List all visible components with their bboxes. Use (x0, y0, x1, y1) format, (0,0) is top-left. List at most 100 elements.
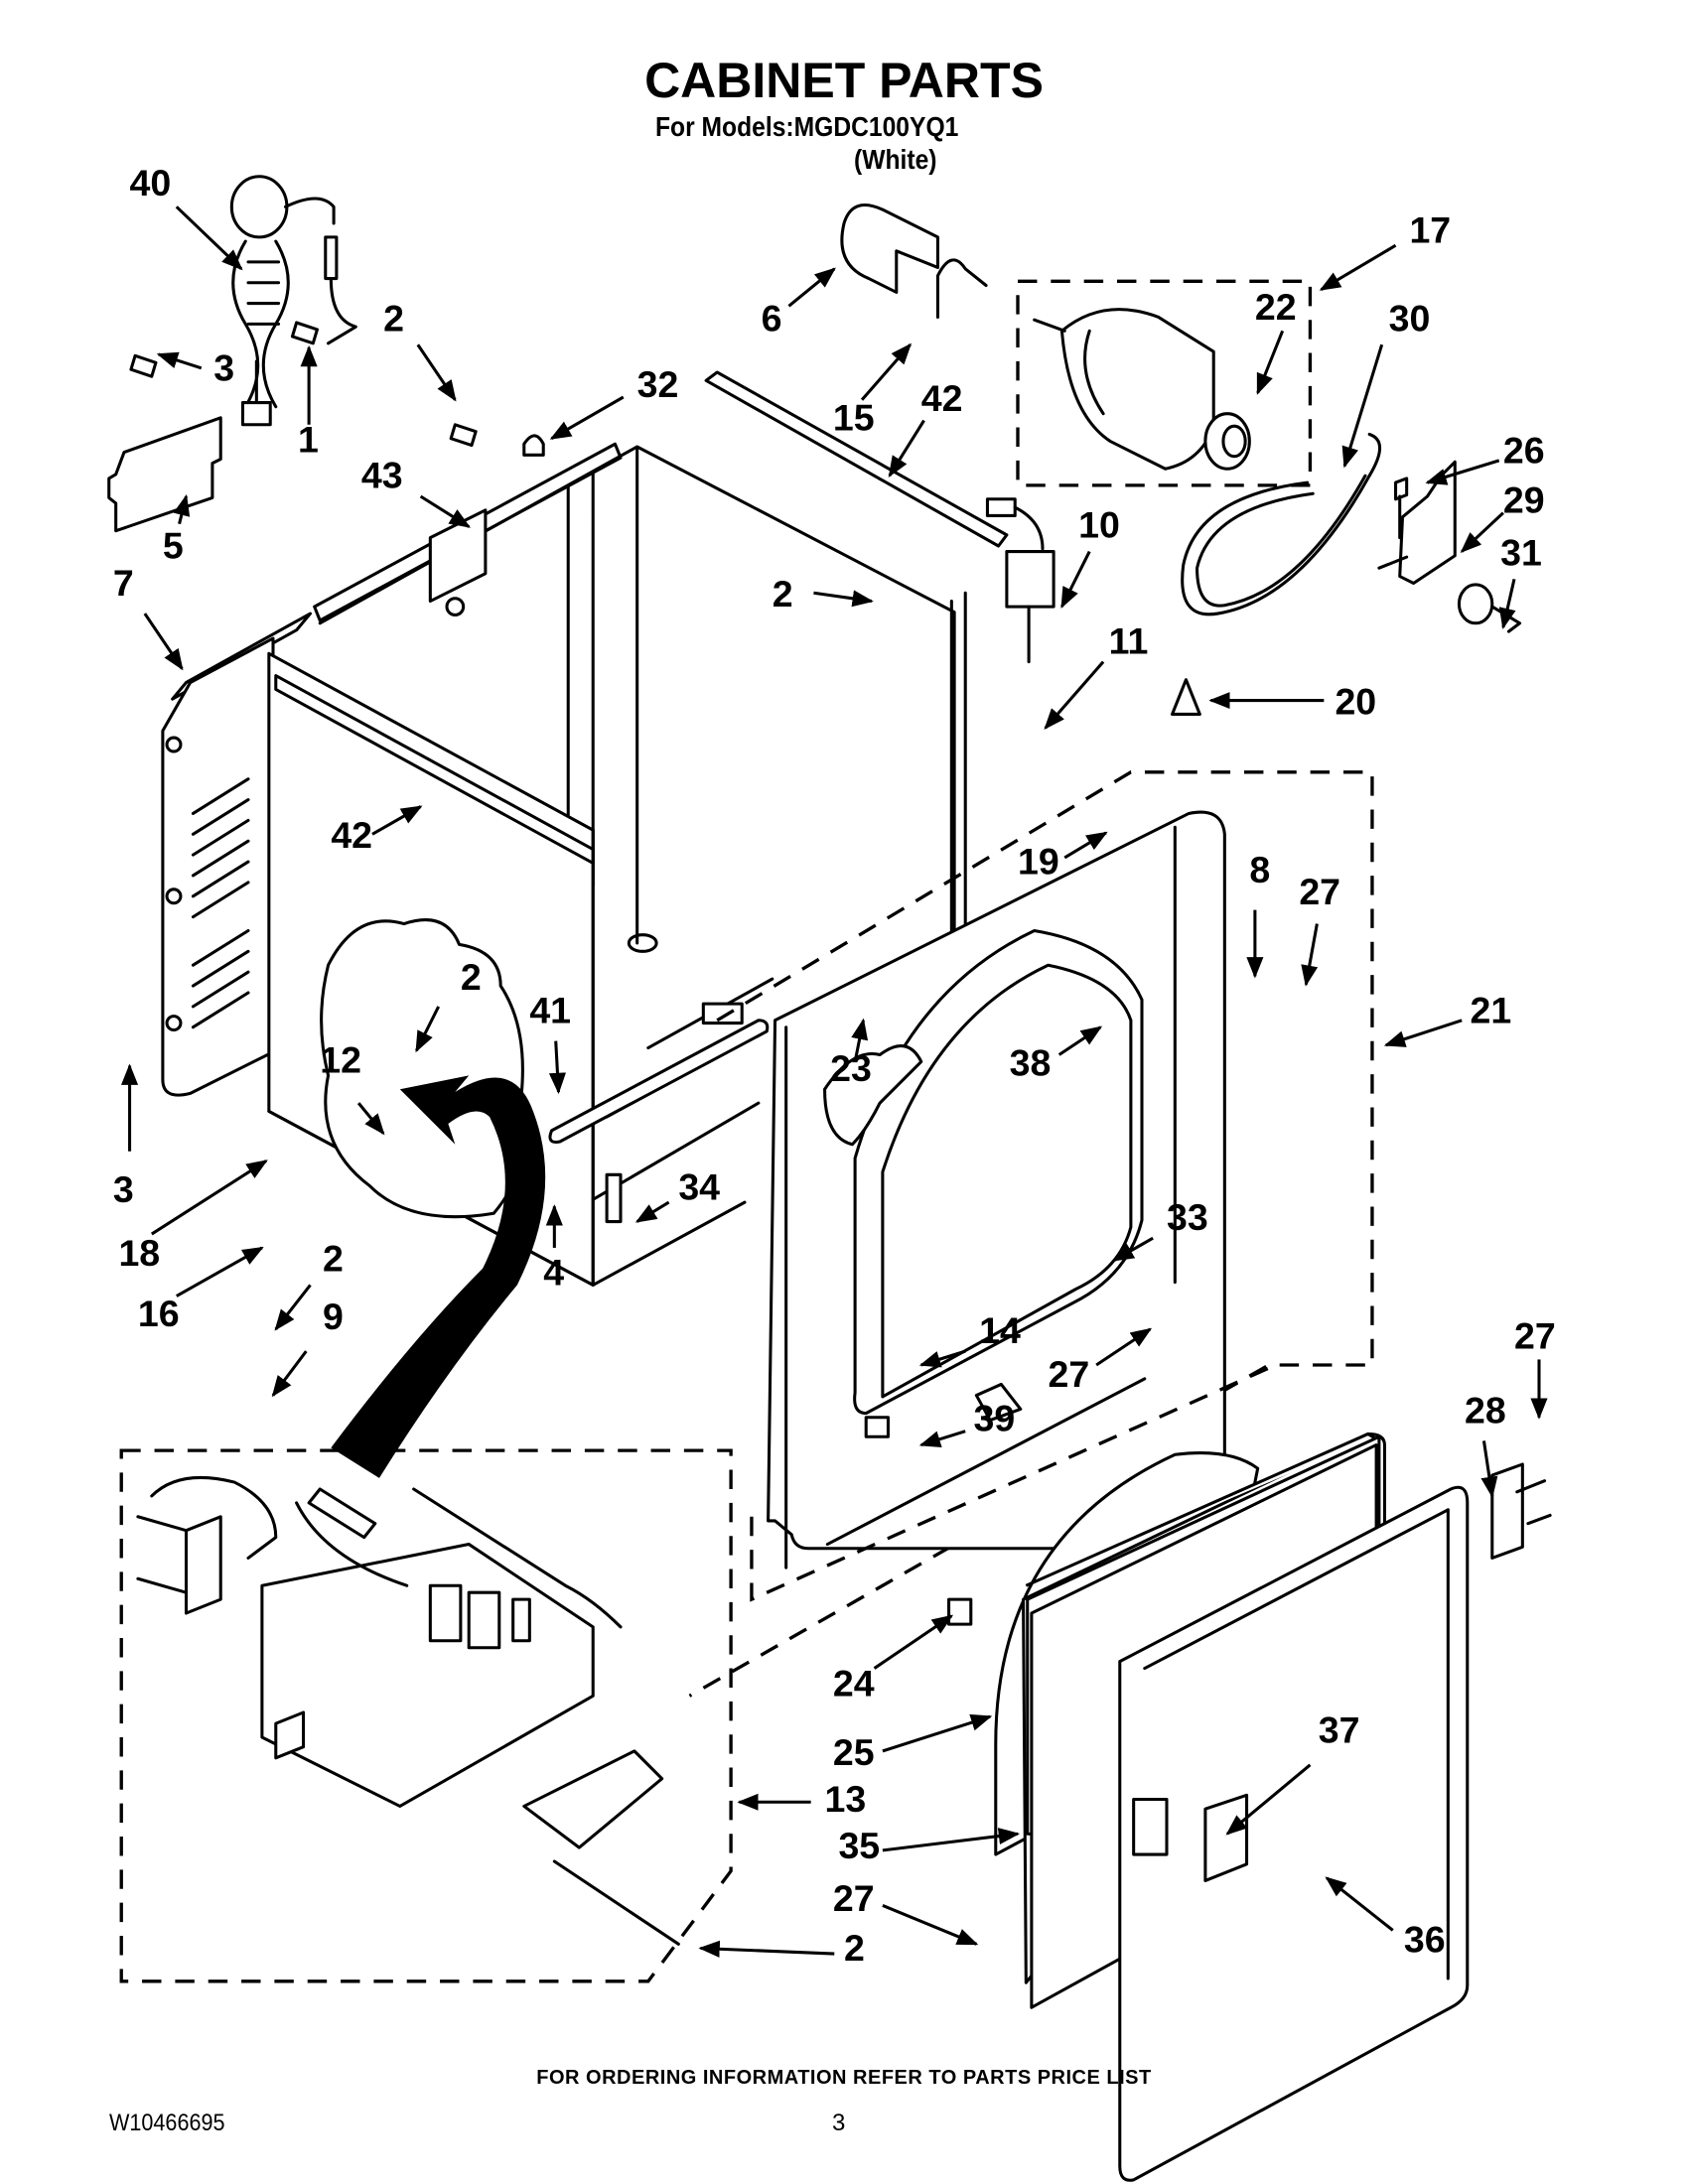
callout-arrow (1325, 1876, 1394, 1932)
callout-arrow (882, 1828, 1021, 1852)
callout-arrow (1480, 1440, 1498, 1499)
callout-label-27: 27 (1299, 871, 1340, 912)
callout-label-37: 37 (1319, 1709, 1360, 1751)
callout-arrow (851, 1018, 869, 1062)
callout-label-8: 8 (1249, 849, 1270, 890)
ordering-note: FOR ORDERING INFORMATION REFER TO PARTS … (536, 2067, 1152, 2089)
callout-label-15: 15 (833, 396, 875, 438)
callout-label-1: 1 (298, 419, 319, 461)
callout-arrow (175, 205, 243, 271)
cabinet-illustration (161, 370, 1374, 1698)
callout-arrow (1225, 1763, 1312, 1836)
callout-label-2: 2 (323, 1238, 344, 1280)
callout-arrow (1060, 550, 1091, 610)
callout-arrow (274, 1284, 312, 1331)
callout-arrow (1383, 1019, 1463, 1047)
callout-arrow (356, 1102, 385, 1136)
callout-label-25: 25 (833, 1731, 875, 1773)
callout-arrow (173, 493, 191, 525)
callout-arrow (918, 1430, 966, 1447)
callout-label-28: 28 (1465, 1389, 1506, 1431)
callout-arrow (1425, 459, 1500, 485)
door-illustration (947, 1432, 1552, 2182)
callout-label-2: 2 (844, 1927, 865, 1969)
belt-illustration (1181, 432, 1382, 616)
callout-label-3: 3 (213, 346, 234, 388)
callout-label-22: 22 (1255, 286, 1297, 328)
callout-label-33: 33 (1167, 1196, 1208, 1238)
power-cord-illustration (229, 175, 357, 427)
callout-arrow (882, 1713, 993, 1753)
callout-arrow (813, 590, 874, 608)
bracket-illustration (107, 321, 545, 533)
callout-label-35: 35 (838, 1825, 880, 1866)
callout-arrow (1460, 511, 1504, 554)
callout-label-14: 14 (979, 1309, 1021, 1351)
callout-label-23: 23 (830, 1047, 872, 1089)
callout-arrow (1057, 1025, 1103, 1056)
callout-label-24: 24 (833, 1662, 875, 1704)
callout-label-7: 7 (113, 562, 134, 604)
callout-arrow (548, 1040, 567, 1095)
callout-label-5: 5 (163, 525, 184, 567)
callout-arrow (416, 343, 457, 402)
callout-label-6: 6 (762, 297, 782, 339)
motor-assembly-illustration (840, 204, 1313, 487)
callout-label-21: 21 (1471, 990, 1512, 1031)
callout-arrow (1319, 243, 1397, 291)
callout-arrow (882, 1904, 979, 1946)
callout-label-20: 20 (1335, 680, 1376, 722)
assembly-direction-arrow (331, 1075, 546, 1478)
callout-label-32: 32 (637, 363, 679, 405)
model-variant: (White) (854, 144, 937, 175)
callout-label-29: 29 (1503, 479, 1545, 521)
callout-arrow (1301, 923, 1319, 987)
callout-label-39: 39 (974, 1398, 1016, 1439)
callout-arrow (634, 1200, 670, 1223)
callout-label-43: 43 (361, 455, 403, 496)
callout-label-40: 40 (130, 162, 172, 204)
callout-label-42: 42 (921, 377, 963, 419)
callout-label-3: 3 (113, 1168, 134, 1210)
callout-label-16: 16 (138, 1293, 180, 1334)
callout-label-9: 9 (323, 1296, 344, 1337)
callout-label-42: 42 (331, 814, 372, 856)
callout-arrow (888, 419, 925, 478)
callout-label-36: 36 (1404, 1919, 1446, 1961)
callout-label-38: 38 (1010, 1041, 1052, 1083)
page-number: 3 (832, 2110, 846, 2136)
callout-arrow (1112, 1236, 1154, 1262)
callout-label-2: 2 (383, 297, 404, 339)
callout-arrow (1498, 578, 1516, 630)
callout-label-18: 18 (118, 1232, 160, 1274)
document-number: W10466695 (109, 2110, 225, 2136)
callout-arrow (371, 805, 423, 836)
callout-arrow (271, 1350, 308, 1398)
callout-arrow (860, 342, 913, 401)
burner-assembly-illustration (119, 1448, 733, 1983)
callout-arrow (176, 1246, 264, 1297)
callout-arrow (1095, 1327, 1153, 1367)
callout-arrow (1063, 831, 1108, 860)
callout-arrow (419, 494, 472, 528)
callout-label-11: 11 (1109, 619, 1149, 661)
callout-label-34: 34 (678, 1165, 720, 1207)
callout-label-27: 27 (1049, 1353, 1090, 1395)
callout-label-4: 4 (543, 1251, 564, 1293)
callout-arrow (1256, 330, 1285, 395)
callout-arrow (549, 395, 625, 440)
callout-label-17: 17 (1409, 208, 1451, 250)
door-switch-illustration (985, 497, 1201, 716)
callout-label-31: 31 (1500, 531, 1542, 573)
callout-label-19: 19 (1018, 841, 1059, 883)
callout-label-27: 27 (1514, 1314, 1556, 1356)
callout-arrow (873, 1614, 954, 1670)
callout-label-26: 26 (1503, 430, 1545, 472)
model-subtitle: For Models:MGDC100YQ1 (655, 111, 959, 142)
front-panel-illustration (750, 810, 1277, 1602)
callout-label-2: 2 (773, 573, 793, 614)
callout-label-10: 10 (1078, 504, 1120, 546)
page-title: CABINET PARTS (644, 53, 1044, 108)
idler-bracket-illustration (1377, 460, 1522, 633)
